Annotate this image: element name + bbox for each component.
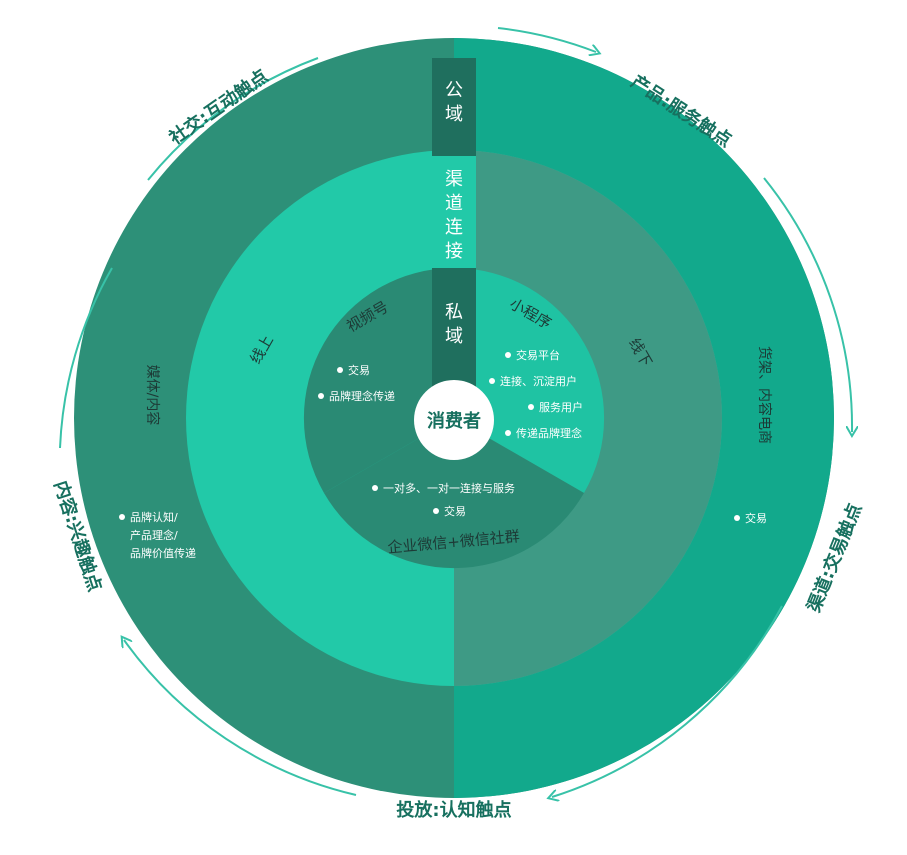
outer-left-bullet-3: 品牌价值传递 — [130, 546, 196, 560]
inner-right-bullets: 交易平台 连接、沉淀用户 服务用户 传递品牌理念 — [489, 348, 583, 440]
arrow-right — [763, 177, 852, 432]
inner-bottom-bullet-1: 一对多、一对一连接与服务 — [383, 481, 515, 495]
inner-sector-bottom — [324, 418, 584, 569]
bullet-dot — [337, 367, 343, 373]
inner-left-bullet-2: 品牌理念传递 — [329, 389, 395, 403]
bullet-dot — [372, 485, 378, 491]
outer-left-bullet-2: 产品理念/ — [130, 528, 178, 542]
band-char: 渠 — [445, 169, 463, 190]
bullet-dot — [528, 404, 534, 410]
inner-left-bullets: 交易 品牌理念传递 — [318, 363, 395, 403]
bullet-dot — [318, 393, 324, 399]
band-char: 域 — [445, 326, 463, 347]
outer-right-label: 货架、内容电商 — [756, 346, 773, 444]
bullet-dot — [734, 515, 740, 521]
center-label: 消费者 — [427, 410, 481, 432]
outer-left-bullet-1: 品牌认知/ — [130, 510, 178, 524]
inner-left-bullet-1: 交易 — [348, 363, 370, 377]
band-middle — [432, 156, 476, 268]
outer-left-label: 媒体/内容 — [144, 365, 161, 426]
bullet-dot — [489, 378, 495, 384]
band-inner — [432, 268, 476, 388]
inner-right-bullet-2: 连接、沉淀用户 — [500, 374, 577, 388]
arrow-left-upper — [59, 267, 113, 449]
bullet-dot — [119, 514, 125, 520]
inner-right-bullet-4: 传递品牌理念 — [516, 426, 582, 440]
inner-bottom-bullets: 一对多、一对一连接与服务 交易 — [372, 481, 515, 518]
outer-right-bullets: 交易 — [734, 511, 767, 525]
arrow-left — [124, 640, 357, 796]
band-char: 私 — [445, 302, 463, 323]
band-char: 道 — [445, 193, 463, 214]
band-char: 域 — [445, 104, 463, 125]
touchpoint-bottom: 投放:认知触点 — [396, 799, 511, 821]
inner-sector-left — [303, 267, 454, 493]
bullet-dot — [433, 508, 439, 514]
center-circle — [414, 380, 494, 460]
bullet-dot — [505, 430, 511, 436]
outer-left-bullets: 品牌认知/ 产品理念/ 品牌价值传递 — [119, 510, 196, 560]
arrow-bottom-right — [552, 605, 783, 797]
band-inner-label: 私域 — [445, 302, 463, 347]
bullet-dot — [505, 352, 511, 358]
outer-right-bullet-1: 交易 — [745, 511, 767, 525]
arrow-top-right — [497, 27, 596, 52]
inner-bottom-bullet-2: 交易 — [444, 504, 466, 518]
inner-right-bullet-3: 服务用户 — [539, 400, 583, 414]
inner-right-bullet-1: 交易平台 — [516, 348, 560, 362]
band-char: 接 — [445, 241, 463, 262]
band-outer — [432, 58, 476, 156]
band-middle-label: 渠道连接 — [445, 169, 463, 262]
inner-sector-right — [454, 267, 605, 493]
band-char: 公 — [445, 80, 463, 101]
arrow-top-left — [147, 57, 319, 181]
band-outer-label: 公域 — [445, 80, 463, 125]
band-char: 连 — [445, 217, 463, 238]
